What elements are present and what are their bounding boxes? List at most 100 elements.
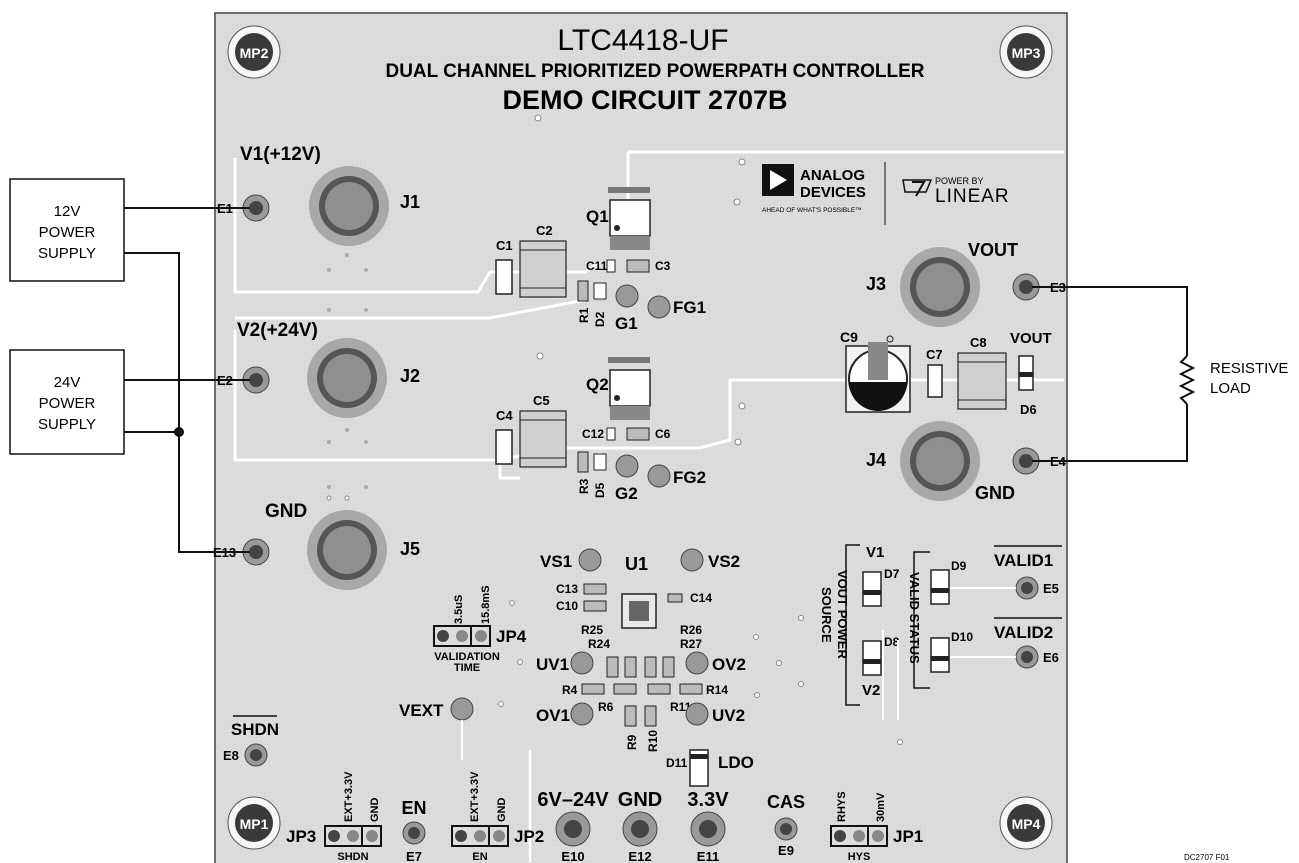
jp1-label: JP1 [893,827,923,846]
uv1-label: UV1 [536,655,569,674]
turret-e5[interactable]: E5 [1015,576,1059,600]
d11-label: D11 [666,756,688,770]
diode-d6: D6 [1018,355,1037,417]
jp3-label: JP3 [286,827,316,846]
diode-d2: D2 [593,282,607,327]
fg1-label: FG1 [673,298,706,317]
d8-label: D8 [884,635,900,649]
e12-label: E12 [628,849,651,863]
testpoint-ov2[interactable]: OV2 [685,651,746,675]
v2-source-label: V2 [862,682,880,699]
jp3-shdn-label: SHDN [337,851,368,863]
capacitor-c3: C3 [626,259,671,273]
turret-e10[interactable]: E10 [555,811,591,863]
testpoint-g1[interactable]: G1 [615,284,639,333]
turret-e8[interactable]: E8 [223,743,268,767]
jp2-ext-label: EXT+3.3V [469,771,481,822]
jp2-label: JP2 [514,827,544,846]
via-dots [327,253,368,489]
q2-label: Q2 [586,375,609,394]
c3-label: C3 [655,259,671,273]
valid-status-block: VALID STATUS D9 D10 VALID1 VALID2 [907,545,1062,689]
vout-source-line1: VOUT POWER [835,570,850,659]
c4-label: C4 [496,408,513,423]
gnd-bottom-label: GND [618,789,662,811]
mp4-label: MP4 [1012,816,1041,832]
linear-logo-top: POWER BY [935,176,984,186]
e5-label: E5 [1043,581,1059,596]
diode-d11: D11 [666,749,709,787]
mounting-hole-mp3: MP3 [999,25,1053,79]
testpoint-vs1[interactable]: VS1 [540,548,602,572]
section-v1: V1(+12V) [240,144,321,165]
mosfet-q2: Q2 [586,357,651,420]
c12-label: C12 [582,427,604,441]
testpoint-vext[interactable]: VEXT [399,697,474,721]
capacitor-c2: C2 [519,223,567,298]
range-label: 6V–24V [537,789,609,811]
connector-j2: J2 [307,338,420,418]
resistor-r3: R3 [577,451,591,494]
figure-id: DC2707 F01 [1184,853,1230,862]
jp1-30mv-label: 30mV [875,792,887,822]
wire-junction [174,427,184,437]
jp1-hys-label: HYS [848,851,871,863]
capacitor-c4: C4 [495,408,513,465]
turret-e12[interactable]: E12 [622,811,658,863]
section-v2: V2(+24V) [237,320,318,341]
turret-e11[interactable]: E11 [690,811,726,863]
capacitor-c11: C11 [586,259,616,273]
v33-label: 3.3V [687,789,729,811]
validation-line1: VALIDATION [434,651,500,663]
power-supply-24v: 24V POWER SUPPLY [9,349,125,455]
r25-label: R25 [581,623,603,637]
supply12-line2: POWER [39,224,96,241]
jumper-jp3[interactable]: JP3 EXT+3.3V GND SHDN [286,771,382,863]
capacitor-c6: C6 [626,427,671,441]
valid-status-label: VALID STATUS [907,572,922,664]
jp3-ext-label: EXT+3.3V [343,771,355,822]
j3-label: J3 [866,274,886,294]
u1-label: U1 [625,554,648,574]
testpoint-fg1[interactable]: FG1 [647,295,706,319]
testpoint-fg2[interactable]: FG2 [647,464,706,488]
d6-label: D6 [1020,402,1037,417]
shdn-testpoint: SHDN [231,715,279,739]
turret-e1[interactable]: E1 [217,194,270,222]
analog-logo-tagline: AHEAD OF WHAT'S POSSIBLE™ [762,207,862,214]
turret-e2[interactable]: E2 [217,366,270,394]
testpoint-ov1[interactable]: OV1 [536,702,594,726]
vs1-label: VS1 [540,552,572,571]
jumper-jp4[interactable]: JP4 3.5uS 15.8mS VALIDATION TIME [433,585,527,674]
q1-label: Q1 [586,207,609,226]
testpoint-g2[interactable]: G2 [615,454,639,503]
c7-label: C7 [926,347,943,362]
jp4-slow-label: 15.8mS [480,585,492,624]
r6-label: R6 [598,700,614,714]
validation-line2: TIME [454,662,480,674]
turret-e3[interactable]: E3 [1012,273,1066,301]
e11-label: E11 [697,849,719,863]
turret-e6[interactable]: E6 [1015,645,1059,669]
r3-label: R3 [577,478,591,494]
en-label: EN [401,798,426,818]
testpoint-uv1[interactable]: UV1 [536,651,594,675]
c5-label: C5 [533,393,550,408]
turret-e9[interactable]: E9 [774,817,798,858]
jumper-jp1[interactable]: JP1 RHYS 30mV HYS [830,791,923,863]
testpoint-vs2[interactable]: VS2 [680,548,740,572]
load-line1: RESISTIVE [1210,360,1288,377]
turret-e4[interactable]: E4 [1012,447,1067,475]
section-gnd: GND [265,501,307,522]
capacitor-c1: C1 [495,238,513,295]
testpoint-uv2[interactable]: UV2 [685,702,745,726]
jumper-jp2[interactable]: JP2 EXT+3.3V GND EN [451,771,544,863]
turret-e7[interactable]: E7 [402,821,426,863]
vout-source-line2: SOURCE [819,587,834,643]
mp2-label: MP2 [240,45,269,61]
valid2-label: VALID2 [994,623,1053,642]
turret-e13[interactable]: E13 [213,538,270,566]
e9-label: E9 [778,843,794,858]
linear-logo-main: LINEAR [935,186,1010,207]
jp2-gnd-label: GND [496,798,508,823]
